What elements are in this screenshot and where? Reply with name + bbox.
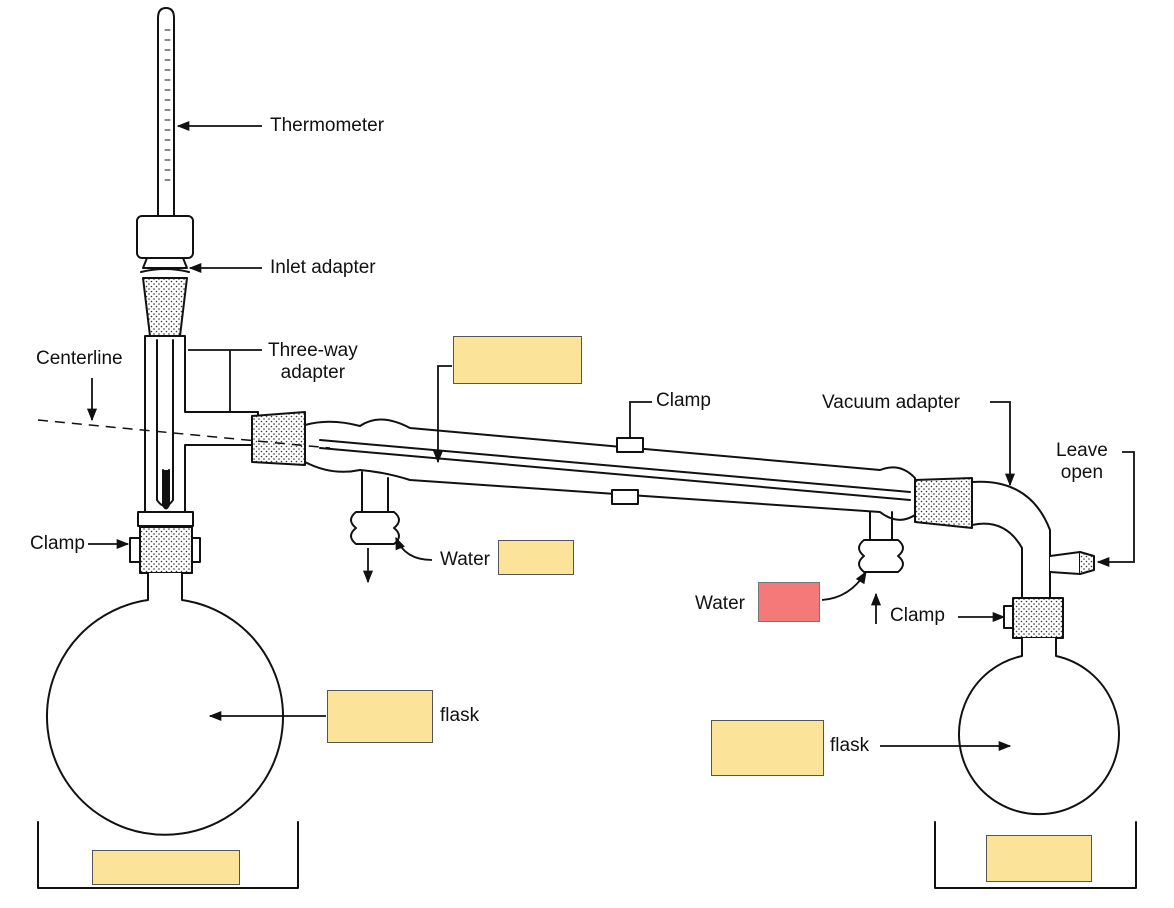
label-clamp-right: Clamp [890, 605, 945, 626]
clamp-left-part [129, 526, 201, 574]
condenser-joint-right [914, 477, 973, 529]
label-inlet-adapter: Inlet adapter [270, 257, 376, 278]
arrow-leave-open [1096, 451, 1135, 568]
condenser-joint-left [251, 411, 306, 466]
label-flask-right: flask [830, 735, 870, 756]
bath-left-part [37, 821, 299, 889]
condenser-part [304, 418, 916, 573]
distilling-flask-part [46, 572, 284, 836]
vacuum-adapter-part [971, 480, 1095, 599]
label-water-right: Water [695, 593, 745, 614]
thermometer-part [157, 7, 175, 216]
answer-box-water-out[interactable] [498, 540, 574, 575]
arrow-three-way [188, 349, 262, 412]
label-clamp-top: Clamp [656, 390, 711, 411]
label-three-way-adapter: Three-way adapter [268, 340, 358, 383]
answer-box-ice-bath[interactable] [986, 835, 1092, 882]
label-clamp-left: Clamp [30, 533, 85, 554]
arrow-clamp-top [629, 401, 652, 438]
arrow-water-right [821, 570, 867, 601]
centerline-dash [37, 419, 331, 449]
bath-right-part [934, 821, 1137, 889]
thermometer-scale [164, 29, 171, 181]
arrow-condenser [432, 365, 452, 464]
label-thermometer: Thermometer [270, 115, 385, 136]
clamp-right-part [1003, 597, 1064, 639]
label-vacuum-adapter: Vacuum adapter [822, 392, 961, 413]
arrow-vacuum [990, 401, 1016, 487]
label-flask-left: flask [440, 705, 480, 726]
inlet-adapter-part [136, 215, 194, 337]
label-water-left: Water [440, 549, 490, 570]
receiving-flask-part [958, 637, 1120, 816]
label-centerline: Centerline [36, 348, 123, 369]
three-way-adapter-part [137, 335, 259, 527]
answer-box-water-in[interactable] [758, 582, 820, 622]
arrow-water-left [395, 536, 433, 561]
label-leave-open: Leave open [1056, 440, 1108, 483]
answer-box-heat-source[interactable] [92, 850, 240, 885]
answer-box-condenser[interactable] [453, 336, 582, 384]
answer-box-distilling-flask[interactable] [327, 690, 433, 743]
answer-box-receiving-flask[interactable] [711, 720, 824, 776]
